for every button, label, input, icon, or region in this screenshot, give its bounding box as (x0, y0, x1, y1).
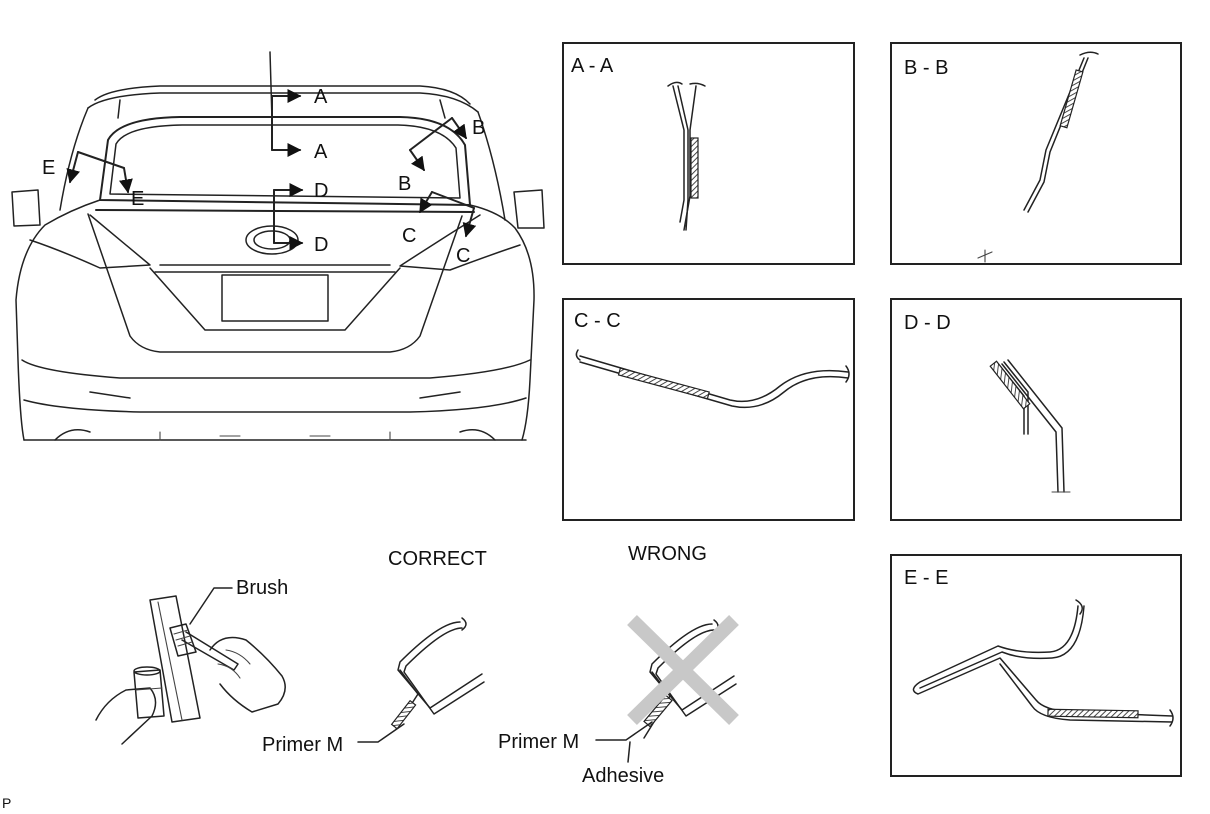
primer-m-correct-label: Primer M (262, 734, 343, 756)
correct-heading: CORRECT (388, 548, 487, 570)
panel-e-e: E - E (890, 554, 1182, 777)
callout-b-top: B (472, 117, 485, 139)
car-rear-illustration (11, 85, 545, 441)
brush-label: Brush (236, 577, 288, 599)
callout-c-right: C (456, 245, 470, 267)
panel-c-c: C - C (562, 298, 855, 521)
panel-b-b: B - B (890, 42, 1182, 265)
section-line-c (419, 191, 477, 238)
callout-a-bottom: A (314, 141, 328, 163)
wrong-application-sketch (595, 619, 737, 763)
corner-mark: P (2, 795, 11, 811)
adhesive-label: Adhesive (582, 765, 664, 787)
panel-title-d-d: D - D (904, 312, 951, 334)
primer-m-wrong-label: Primer M (498, 731, 579, 753)
callout-d-bottom: D (314, 234, 328, 256)
section-line-e (66, 151, 133, 194)
callout-b-bottom: B (398, 173, 411, 195)
callout-e-right: E (131, 188, 144, 210)
panel-d-d: D - D (890, 298, 1182, 521)
brush-application-illustration (95, 587, 286, 745)
correct-application-sketch (357, 617, 485, 743)
wrong-cross-mark (627, 615, 739, 725)
callout-e-left: E (42, 157, 55, 179)
section-line-d (273, 183, 304, 250)
callout-d-top: D (314, 180, 328, 202)
wrong-heading: WRONG (628, 543, 707, 565)
callout-a-top: A (314, 86, 328, 108)
section-line-b (409, 117, 467, 172)
panel-a-a: A - A (562, 42, 855, 265)
section-line-a (269, 51, 302, 157)
panel-title-b-b: B - B (904, 57, 948, 79)
panel-title-a-a: A - A (571, 55, 614, 77)
panel-title-e-e: E - E (904, 567, 948, 589)
callout-c-left: C (402, 225, 416, 247)
panel-title-c-c: C - C (574, 310, 621, 332)
